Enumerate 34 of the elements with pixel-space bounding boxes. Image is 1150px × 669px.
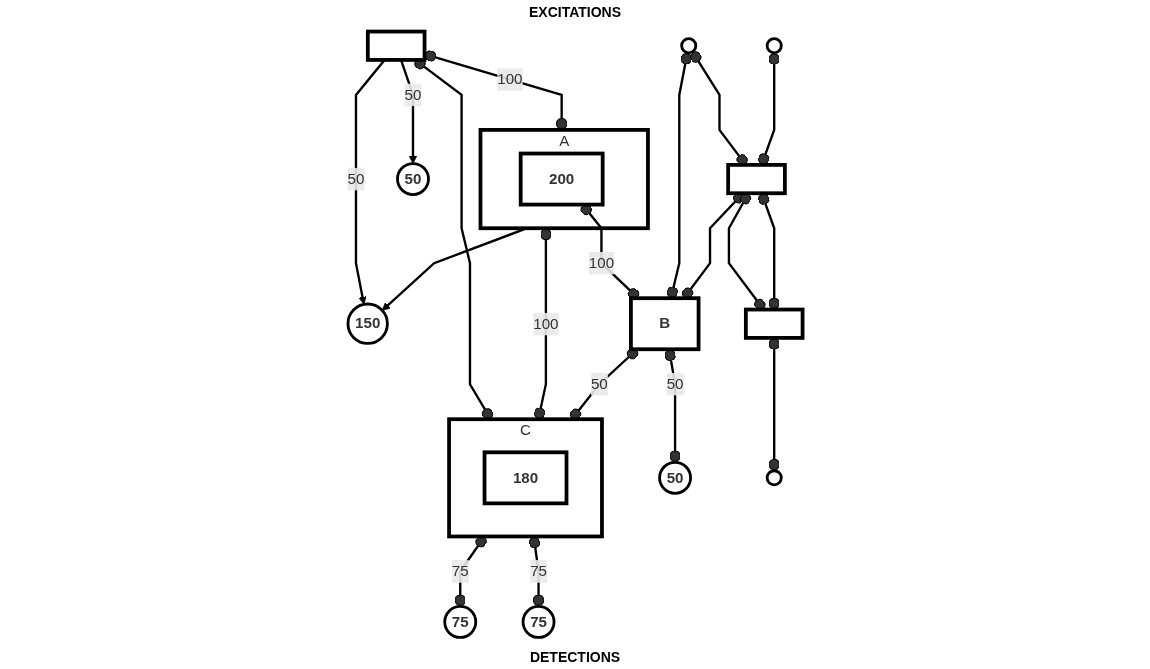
arrow xyxy=(354,59,386,305)
arrow xyxy=(381,227,528,311)
edge-label: 100 xyxy=(497,71,523,88)
edge-label: 50 xyxy=(590,375,608,392)
node-circle xyxy=(765,469,783,487)
connector xyxy=(528,536,545,607)
group-label: DETECTIONS xyxy=(529,649,621,665)
node-box xyxy=(743,307,805,340)
node-box xyxy=(365,29,427,62)
connector xyxy=(424,50,568,130)
edge-label: 75 xyxy=(451,562,469,580)
edge-label: 50 xyxy=(404,86,422,103)
connector xyxy=(768,337,780,471)
edge-label: 100 xyxy=(533,315,559,332)
edge-label: 50 xyxy=(347,170,365,187)
node-circle: 150 xyxy=(346,302,389,345)
arrow xyxy=(399,59,418,164)
connector xyxy=(666,52,692,299)
node-circle: 75 xyxy=(443,605,478,639)
edge-label: 50 xyxy=(666,375,684,392)
node-box: B xyxy=(628,296,701,352)
node-circle xyxy=(680,37,698,55)
node-box: 200 xyxy=(518,151,605,207)
node-circle: 75 xyxy=(521,605,556,639)
node-circle xyxy=(765,37,783,55)
connector xyxy=(533,228,552,420)
node-circle: 50 xyxy=(658,460,692,495)
edge-label: 100 xyxy=(588,254,614,271)
node-box xyxy=(726,163,787,196)
node-circle: 50 xyxy=(396,162,430,196)
connector xyxy=(664,349,681,463)
node-box: 180 xyxy=(482,450,569,506)
edge-label: 75 xyxy=(530,562,547,580)
group-label: EXCITATIONS xyxy=(528,4,621,20)
